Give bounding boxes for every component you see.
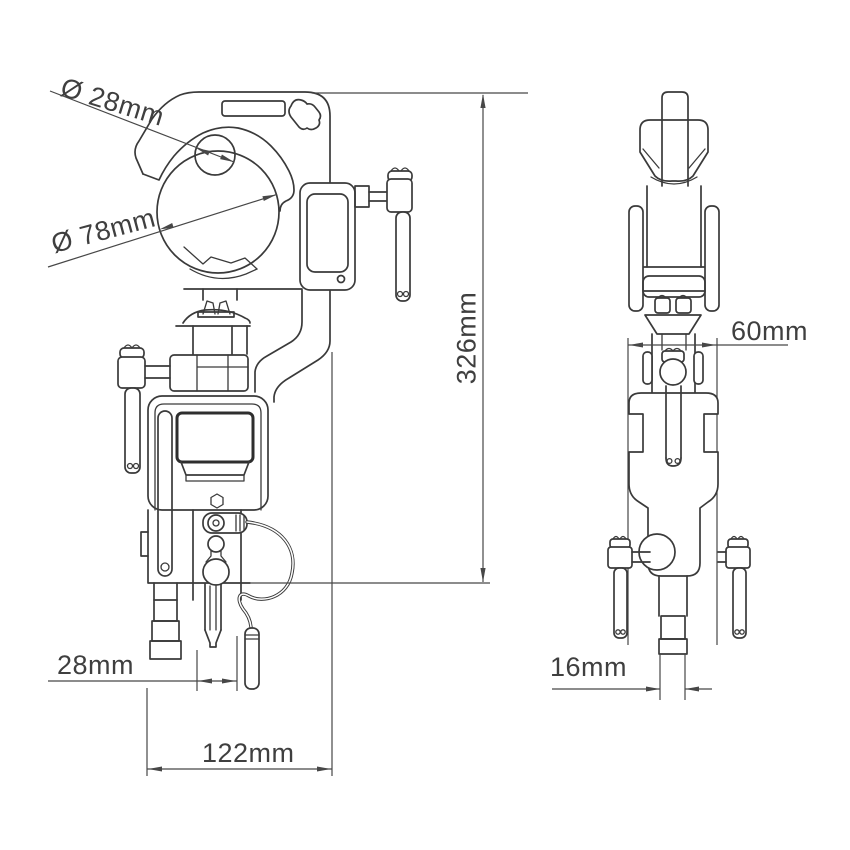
clamp-bracket (169, 354, 249, 392)
stepped-leg (149, 582, 182, 660)
lanyard-pin (244, 627, 260, 690)
dimension-label-pin-offset: 28mm (57, 650, 135, 680)
body-panel (175, 411, 255, 464)
adapter-body (140, 395, 269, 601)
ball-knob-spigot (202, 535, 230, 648)
front-view-drawing (117, 91, 413, 690)
dimension-label-overall-width: 122mm (202, 738, 295, 768)
tube-opening-78-circle (156, 150, 280, 274)
side-spigot (658, 575, 688, 655)
side-flange-right (704, 205, 720, 312)
dimension-lines (47, 90, 788, 776)
hex-hole (210, 493, 224, 509)
side-t-handle-left (607, 535, 651, 639)
dimension-label-side-width: 60mm (731, 316, 809, 346)
side-flange-left (628, 205, 644, 312)
swivel-neck (175, 288, 251, 355)
quick-release-pin (202, 512, 248, 534)
grip-notch (288, 98, 322, 131)
side-rod-slot (157, 410, 173, 577)
t-handle-right (354, 167, 413, 302)
side-t-handle-right (717, 535, 751, 639)
side-center-pin (665, 385, 682, 467)
dimension-label-overall-height: 326mm (451, 291, 482, 385)
top-slot (221, 100, 286, 117)
dimension-label-spigot: 16mm (550, 652, 628, 682)
side-view-drawing (607, 91, 751, 655)
hook-inner-edge (142, 126, 295, 212)
hook-clamp-outline (134, 91, 331, 184)
side-hook-profile (639, 119, 709, 182)
tube-opening-28-circle (194, 134, 236, 176)
t-handle-left (117, 344, 171, 474)
trigger-jaw (183, 246, 258, 270)
side-housing (299, 182, 356, 291)
side-ring (659, 358, 687, 386)
side-collar (644, 314, 702, 335)
side-top-stem (661, 91, 689, 187)
lanyard-cable (237, 520, 295, 629)
